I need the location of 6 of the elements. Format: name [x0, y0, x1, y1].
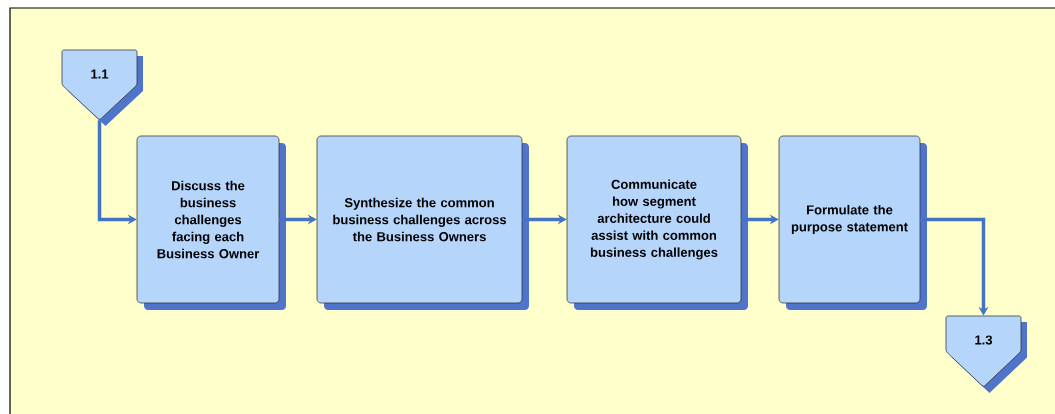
- process-box: Communicate how segment architecture could assist with common business challenges: [566, 135, 748, 310]
- process-box: Discuss the business challenges facing each Business Owner: [136, 135, 286, 310]
- process-box: Synthesize the common business challenges across the Business Owners: [316, 135, 529, 310]
- off-page-connector: 1.3: [945, 315, 1027, 393]
- process-box: Formulate the purpose statement: [778, 135, 927, 310]
- off-page-connector: 1.1: [61, 49, 143, 126]
